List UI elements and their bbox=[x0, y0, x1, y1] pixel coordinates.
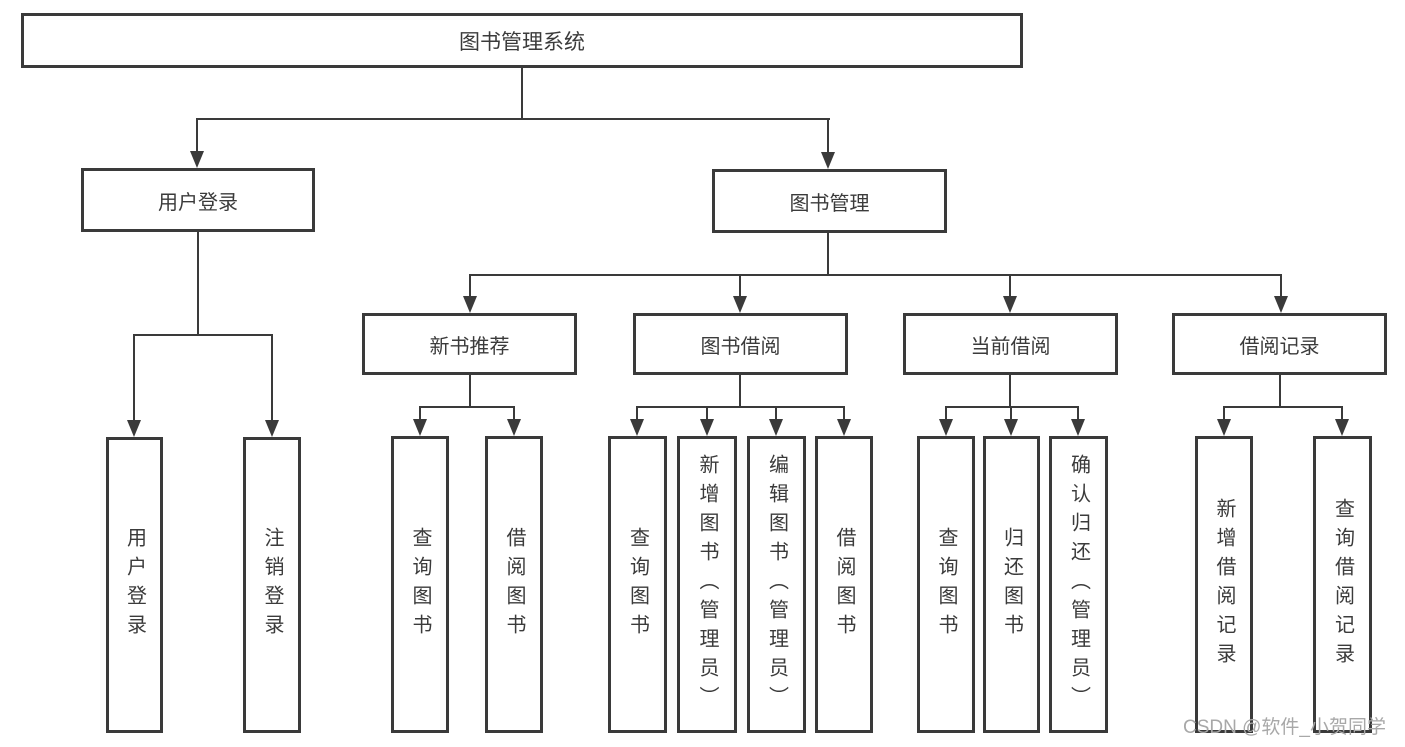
leaf-user-login: 用户登录 bbox=[106, 437, 163, 733]
arrowhead-down-icon bbox=[1004, 419, 1018, 436]
edge-line bbox=[419, 406, 515, 408]
leaf-recommend-query-books: 查询图书 bbox=[391, 436, 449, 733]
arrowhead-down-icon bbox=[127, 420, 141, 437]
arrowhead-down-icon bbox=[630, 419, 644, 436]
arrowhead-down-icon bbox=[1274, 296, 1288, 313]
arrowhead-down-icon bbox=[265, 420, 279, 437]
arrowhead-down-icon bbox=[821, 152, 835, 169]
node-label: 新书推荐 bbox=[429, 335, 510, 358]
node-borrow-records: 借阅记录 bbox=[1172, 313, 1387, 375]
edge-line bbox=[775, 406, 777, 420]
node-label: 当前借阅 bbox=[970, 335, 1051, 358]
node-book-management: 图书管理 bbox=[712, 169, 947, 233]
arrowhead-down-icon bbox=[413, 419, 427, 436]
edge-line bbox=[469, 373, 471, 408]
node-label: 用户登录 bbox=[123, 527, 146, 643]
node-current-borrow: 当前借阅 bbox=[903, 313, 1118, 375]
edge-line bbox=[945, 406, 1079, 408]
edge-line bbox=[521, 66, 523, 120]
node-label: 图书借阅 bbox=[700, 335, 781, 358]
edge-line bbox=[1280, 274, 1282, 298]
edge-line bbox=[1009, 373, 1011, 408]
edge-line bbox=[827, 231, 829, 276]
arrowhead-down-icon bbox=[1335, 419, 1349, 436]
leaf-logout: 注销登录 bbox=[243, 437, 301, 733]
leaf-borrow-edit-books-admin: 编辑图书（管理员） bbox=[747, 436, 806, 733]
node-book-borrow: 图书借阅 bbox=[633, 313, 848, 375]
node-label: 借阅记录 bbox=[1239, 335, 1320, 358]
node-library-management-system: 图书管理系统 bbox=[21, 13, 1023, 68]
leaf-current-return-books: 归还图书 bbox=[983, 436, 1040, 733]
leaf-current-confirm-return-admin: 确认归还（管理员） bbox=[1049, 436, 1108, 733]
node-label: 归还图书 bbox=[1000, 526, 1023, 643]
node-label: 借阅图书 bbox=[833, 526, 855, 643]
node-label: 查询图书 bbox=[626, 526, 649, 643]
node-label: 用户登录 bbox=[158, 191, 238, 214]
edge-line bbox=[739, 373, 741, 408]
arrowhead-down-icon bbox=[1071, 419, 1085, 436]
node-label: 图书管理系统 bbox=[459, 30, 585, 54]
edge-line bbox=[1279, 373, 1281, 408]
leaf-records-query-borrow-record: 查询借阅记录 bbox=[1313, 436, 1372, 733]
node-label: 注销登录 bbox=[261, 527, 283, 643]
leaf-current-query-books: 查询图书 bbox=[917, 436, 975, 733]
leaf-borrow-borrow-books: 借阅图书 bbox=[815, 436, 873, 733]
node-label: 图书管理 bbox=[789, 192, 870, 215]
edge-line bbox=[197, 230, 199, 336]
edge-line bbox=[197, 118, 830, 120]
edge-line bbox=[1341, 406, 1343, 420]
arrowhead-down-icon bbox=[769, 419, 783, 436]
edge-line bbox=[1223, 406, 1343, 408]
edge-line bbox=[1223, 406, 1225, 420]
edge-line bbox=[636, 406, 845, 408]
edge-line bbox=[133, 334, 135, 422]
edge-line bbox=[1077, 406, 1079, 420]
edge-line bbox=[945, 406, 947, 420]
node-label: 借阅图书 bbox=[503, 526, 525, 643]
arrowhead-down-icon bbox=[1217, 419, 1231, 436]
edge-line bbox=[196, 118, 198, 154]
edge-line bbox=[469, 274, 471, 298]
node-label: 确认归还（管理员） bbox=[1067, 454, 1090, 715]
node-new-book-recommend: 新书推荐 bbox=[362, 313, 577, 375]
leaf-recommend-borrow-books: 借阅图书 bbox=[485, 436, 543, 733]
leaf-borrow-query-books: 查询图书 bbox=[608, 436, 667, 733]
arrowhead-down-icon bbox=[1003, 296, 1017, 313]
arrowhead-down-icon bbox=[939, 419, 953, 436]
edge-line bbox=[1010, 406, 1012, 420]
node-user-login: 用户登录 bbox=[81, 168, 315, 232]
leaf-records-add-borrow-record: 新增借阅记录 bbox=[1195, 436, 1253, 733]
edge-line bbox=[513, 406, 515, 420]
arrowhead-down-icon bbox=[190, 151, 204, 168]
arrowhead-down-icon bbox=[733, 296, 747, 313]
edge-line bbox=[636, 406, 638, 420]
edge-line bbox=[133, 334, 273, 336]
edge-line bbox=[739, 274, 741, 298]
csdn-watermark: CSDN @软件_小贺同学 bbox=[1183, 717, 1386, 738]
arrowhead-down-icon bbox=[507, 419, 521, 436]
arrowhead-down-icon bbox=[463, 296, 477, 313]
edge-line bbox=[827, 118, 829, 154]
node-label: 新增图书（管理员） bbox=[696, 454, 718, 715]
edge-line bbox=[843, 406, 845, 420]
arrowhead-down-icon bbox=[837, 419, 851, 436]
node-label: 查询图书 bbox=[935, 526, 957, 643]
edge-line bbox=[469, 274, 1282, 276]
edge-line bbox=[271, 334, 273, 422]
edge-line bbox=[419, 406, 421, 420]
edge-line bbox=[706, 406, 708, 420]
node-label: 新增借阅记录 bbox=[1213, 497, 1235, 672]
arrowhead-down-icon bbox=[700, 419, 714, 436]
node-label: 查询借阅记录 bbox=[1331, 497, 1354, 672]
leaf-borrow-add-books-admin: 新增图书（管理员） bbox=[677, 436, 737, 733]
edge-line bbox=[1009, 274, 1011, 298]
node-label: 查询图书 bbox=[409, 526, 431, 643]
node-label: 编辑图书（管理员） bbox=[765, 454, 788, 715]
